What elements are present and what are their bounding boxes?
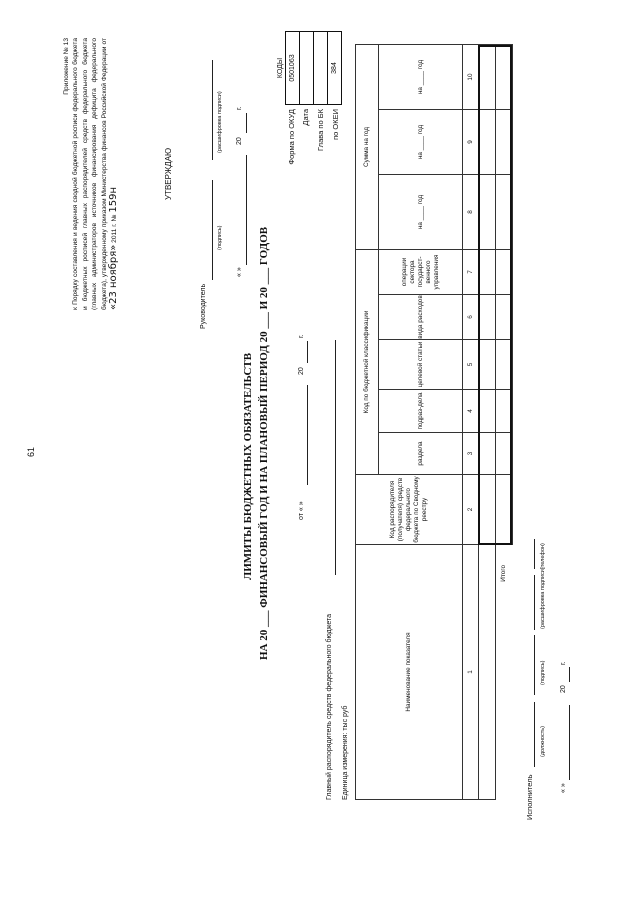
form-title-line1: ЛИМИТЫ БЮДЖЕТНЫХ ОБЯЗАТЕЛЬСТВ bbox=[242, 352, 254, 580]
column-number: 9 bbox=[462, 109, 479, 175]
appendix-date: «23 ноября» bbox=[108, 244, 120, 310]
table-cell[interactable] bbox=[478, 339, 496, 390]
executor-date-g: г. bbox=[560, 661, 567, 665]
appendix-note: Приложение № 13 к Порядку составления и … bbox=[62, 38, 119, 310]
header-year-3: на ____ год bbox=[378, 44, 463, 110]
table-cell[interactable] bbox=[478, 294, 496, 340]
header-sum-group: Сумма на год bbox=[355, 44, 379, 250]
table-cell[interactable] bbox=[495, 249, 513, 295]
header-manager-code: Код распорядителя (получателя) средств ф… bbox=[355, 474, 463, 545]
approval-date-quotes: « » bbox=[236, 267, 243, 277]
table-cell[interactable] bbox=[478, 389, 496, 433]
column-number: 8 bbox=[462, 174, 479, 250]
appendix-text: к Порядку составления и ведения сводной … bbox=[72, 38, 108, 310]
table-cell[interactable] bbox=[478, 474, 496, 545]
header-kosgu: операции сектора государст-венного управ… bbox=[378, 249, 463, 295]
form-date-from: от « » bbox=[298, 501, 305, 520]
main-manager-label: Главный распорядитель средств федерально… bbox=[326, 613, 333, 800]
codes-label-okei: по ОКЕИ bbox=[331, 109, 340, 140]
appendix-heading: Приложение № 13 bbox=[63, 38, 70, 95]
executor-phone-caption: (телефон) bbox=[540, 543, 546, 569]
codes-table: КОДЫ 0501063 384 bbox=[276, 31, 342, 105]
codes-header: КОДЫ bbox=[277, 57, 284, 79]
executor-decoding-line bbox=[534, 575, 535, 630]
head-signature-caption: (подпись) bbox=[217, 225, 223, 250]
page-number: 61 bbox=[26, 446, 36, 457]
unit-label: Единица измерения: тыс руб bbox=[342, 705, 349, 800]
table-cell[interactable] bbox=[495, 174, 513, 250]
column-number: 7 bbox=[462, 249, 479, 295]
table-cell[interactable] bbox=[478, 44, 496, 110]
code-okei: 384 bbox=[327, 31, 342, 105]
column-number: 10 bbox=[462, 44, 479, 110]
form-year-line bbox=[307, 341, 308, 363]
header-year-2: на ____ год bbox=[378, 109, 463, 175]
executor-signature-caption: (подпись) bbox=[540, 660, 546, 685]
executor-position-line bbox=[534, 702, 535, 767]
executor-date-year: 20 bbox=[560, 685, 567, 693]
approval-year-line bbox=[246, 113, 247, 133]
head-label: Руководитель bbox=[200, 283, 207, 329]
column-number: 6 bbox=[462, 294, 479, 340]
table-cell[interactable] bbox=[495, 389, 513, 433]
table-cell[interactable] bbox=[478, 109, 496, 175]
form-title-line2: НА 20 ___ ФИНАНСОВЫЙ ГОД И НА ПЛАНОВЫЙ П… bbox=[258, 226, 270, 660]
codes-label-date: Дата bbox=[301, 109, 310, 126]
table-cell[interactable] bbox=[478, 174, 496, 250]
executor-date-quotes: « » bbox=[560, 783, 567, 793]
header-target-item: целевой статьи bbox=[378, 339, 463, 390]
total-row: Итого bbox=[495, 44, 513, 800]
header-indicator-name: Наименование показателя bbox=[355, 544, 463, 800]
table-cell[interactable] bbox=[495, 474, 513, 545]
executor-signature-line bbox=[534, 635, 535, 695]
executor-year-line bbox=[569, 667, 570, 682]
executor-date-line bbox=[569, 705, 570, 780]
table-cell[interactable] bbox=[478, 432, 496, 475]
column-number: 2 bbox=[462, 474, 479, 545]
table-cell[interactable] bbox=[495, 432, 513, 475]
header-subsection: подраз-дела bbox=[378, 389, 463, 433]
code-okud: 0501063 bbox=[285, 31, 300, 105]
form-date-line bbox=[307, 385, 308, 485]
codes-label-chapter: Глава по БК bbox=[316, 109, 325, 151]
executor-decoding-caption: (расшифровка подписи) bbox=[540, 567, 546, 629]
codes-label-okud: Форма по ОКУД bbox=[287, 109, 296, 165]
head-decoding-line bbox=[212, 60, 213, 160]
approval-date-year: 20 bbox=[236, 137, 243, 145]
executor-label: Исполнитель bbox=[525, 774, 534, 820]
limits-table: Наименование показателя Код распорядител… bbox=[355, 44, 513, 800]
main-manager-line bbox=[335, 340, 336, 575]
header-expense-type: вида расходов bbox=[378, 294, 463, 340]
column-number: 5 bbox=[462, 339, 479, 390]
executor-phone-line bbox=[534, 539, 535, 569]
column-number: 4 bbox=[462, 389, 479, 433]
head-signature-line bbox=[212, 180, 213, 280]
form-date-year: 20 bbox=[298, 367, 305, 375]
form-date-g: г. bbox=[298, 334, 305, 338]
table-cell[interactable] bbox=[495, 44, 513, 110]
header-year-1: на ____ год bbox=[378, 174, 463, 250]
approve-label: УТВЕРЖДАЮ bbox=[164, 147, 173, 200]
header-section: раздела bbox=[378, 432, 463, 475]
table-cell[interactable] bbox=[495, 294, 513, 340]
table-row bbox=[478, 44, 496, 800]
approval-date-g: г. bbox=[236, 106, 243, 110]
appendix-year: 2011 г. № bbox=[111, 214, 119, 243]
table-cell[interactable] bbox=[478, 249, 496, 295]
column-number: 1 bbox=[462, 544, 479, 800]
total-label: Итого bbox=[495, 544, 513, 800]
table-cell[interactable] bbox=[478, 544, 496, 800]
code-chapter bbox=[313, 31, 328, 105]
column-number: 3 bbox=[462, 432, 479, 475]
appendix-number: 159н bbox=[108, 186, 120, 213]
table-cell[interactable] bbox=[495, 109, 513, 175]
approval-date-line bbox=[246, 155, 247, 265]
executor-position-caption: (должность) bbox=[540, 726, 546, 757]
head-decoding-caption: (расшифровка подписи) bbox=[217, 91, 223, 153]
table-cell[interactable] bbox=[495, 339, 513, 390]
code-date bbox=[299, 31, 314, 105]
header-bk-group: Код по бюджетной классификации bbox=[355, 249, 379, 475]
